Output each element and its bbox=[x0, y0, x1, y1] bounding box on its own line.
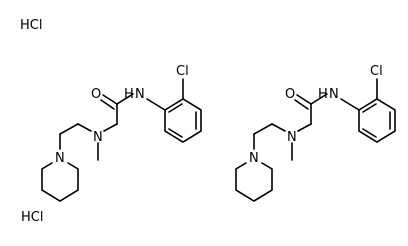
molecule-2-bonds bbox=[235, 78, 396, 202]
molecule-2-piperidine-ring bbox=[235, 162, 273, 202]
molecule-1-o-label: O bbox=[91, 87, 101, 102]
molecule-1-co-bond-a bbox=[102, 94, 118, 105]
molecule-2-nh-carbonyl-bond bbox=[310, 93, 328, 105]
molecule-2-co-bond-a bbox=[296, 94, 312, 105]
molecule-2-o-label: O bbox=[285, 87, 295, 102]
molecule-1: Cl O N H N N bbox=[41, 64, 202, 202]
hcl-label-bottom: HCl bbox=[21, 210, 43, 225]
molecule-1-n-ethyl-bond bbox=[77, 123, 92, 132]
molecule-2-co-bond-b bbox=[294, 99, 309, 110]
hcl-label-top: HCl bbox=[20, 18, 42, 33]
molecule-1-aromatic-double-3 bbox=[168, 128, 183, 138]
molecule-2: Cl O N H N N bbox=[235, 64, 396, 202]
molecule-1-ring-nh-bond bbox=[146, 98, 166, 111]
molecule-1-amine-n-label: N bbox=[93, 130, 103, 145]
molecule-2-aromatic-double-1 bbox=[362, 103, 377, 113]
molecule-1-piperidine-ring bbox=[41, 162, 79, 202]
molecule-2-cl-label: Cl bbox=[370, 64, 383, 79]
molecule-1-piperidine-n-label: N bbox=[55, 151, 65, 166]
molecule-2-ring-nh-bond bbox=[340, 98, 360, 111]
molecule-1-co-bond-b bbox=[100, 99, 115, 110]
molecule-2-n-ethyl-bond bbox=[271, 123, 286, 132]
molecule-2-ethyl-bond bbox=[253, 123, 273, 135]
molecule-2-aromatic-double-3 bbox=[362, 128, 377, 138]
molecule-1-nh-carbonyl-bond bbox=[116, 93, 134, 105]
molecule-1-amide-n-label: N bbox=[135, 87, 145, 102]
molecule-1-amide-h-label: H bbox=[124, 87, 134, 102]
molecule-1-aromatic-double-1 bbox=[168, 103, 183, 113]
molecule-2-piperidine-n-label: N bbox=[249, 151, 259, 166]
molecule-2-amide-h-label: H bbox=[318, 87, 328, 102]
molecule-1-ethyl-bond bbox=[59, 123, 79, 135]
molecule-1-ch2-n-bond bbox=[103, 123, 118, 132]
molecule-1-atom-labels: Cl O N H N N bbox=[55, 64, 189, 166]
molecule-1-bonds bbox=[41, 78, 202, 202]
molecule-2-amide-n-label: N bbox=[329, 87, 339, 102]
molecule-2-ch2-n-bond bbox=[297, 123, 312, 132]
molecule-1-cl-label: Cl bbox=[176, 64, 189, 79]
molecule-2-amine-n-label: N bbox=[287, 130, 297, 145]
molecule-2-atom-labels: Cl O N H N N bbox=[249, 64, 383, 166]
